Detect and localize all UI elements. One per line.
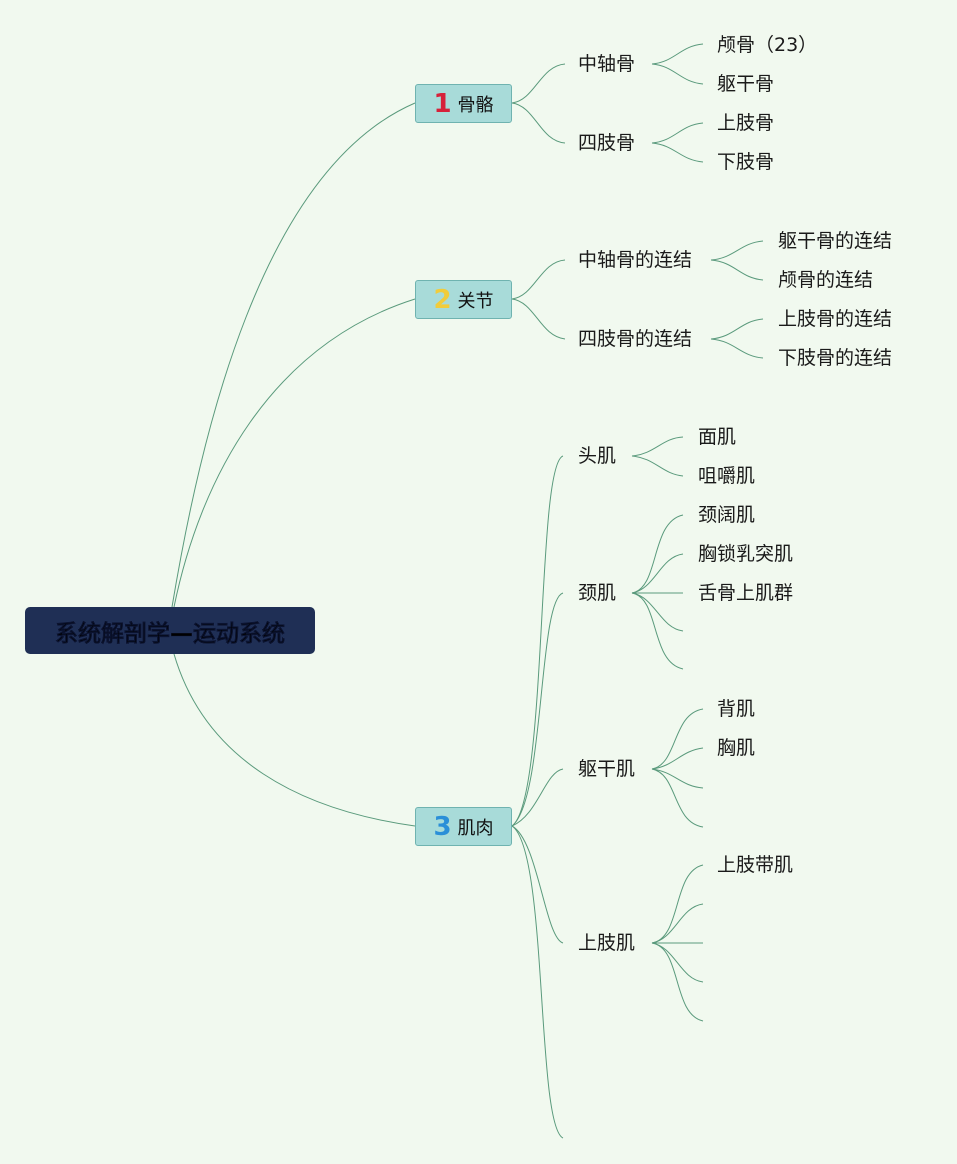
branch-node-skeleton[interactable]: 1 骨骼: [415, 84, 512, 123]
branch-2-connectors: [511, 240, 764, 359]
connector-b1-sub1: [511, 63, 566, 104]
subtopic-axial-joints[interactable]: 中轴骨的连结: [578, 249, 693, 271]
connector-b3-s4-leaf4: [651, 942, 704, 983]
connector-b3-s1-leaf2: [631, 455, 684, 477]
leaf-suprahyoid-muscles[interactable]: 舌骨上肌群: [698, 582, 794, 604]
connector-b3-sub4: [511, 825, 564, 944]
connector-b3-s4-leaf5: [651, 942, 704, 1022]
connector-b3-s3-leaf3: [651, 768, 704, 789]
leaf-back-muscles[interactable]: 背肌: [717, 698, 756, 720]
branch-node-muscles[interactable]: 3 肌肉: [415, 807, 512, 846]
subtopic-axial-skeleton[interactable]: 中轴骨: [578, 53, 636, 75]
leaf-platysma[interactable]: 颈阔肌: [698, 504, 756, 526]
root-title: 系统解剖学—运动系统: [55, 620, 285, 647]
connector-root-branch-2: [173, 298, 416, 608]
connector-b3-s2-leaf5: [631, 592, 684, 670]
root-node[interactable]: 系统解剖学—运动系统: [25, 607, 315, 654]
connector-b1-sub2: [511, 102, 566, 144]
branch-label: 肌肉: [457, 817, 494, 839]
leaf-masticatory-muscles[interactable]: 咀嚼肌: [698, 465, 756, 487]
connector-b2-sub2-leaf2: [710, 338, 764, 359]
connector-b1-sub2-leaf1: [651, 122, 704, 144]
subtopic-appendicular-skeleton[interactable]: 四肢骨: [578, 132, 636, 154]
connector-b1-sub1-leaf2: [651, 63, 704, 85]
root-connectors: [171, 102, 416, 827]
connector-b1-sub1-leaf1: [651, 43, 704, 65]
branch-number: 2: [433, 284, 452, 315]
connector-b3-s4-leaf1: [651, 864, 704, 944]
connector-b3-sub1: [511, 455, 564, 827]
connector-b3-sub3: [511, 768, 564, 827]
connector-b2-sub1: [511, 259, 566, 300]
connector-b3-s3-leaf4: [651, 768, 704, 828]
branch-number: 3: [433, 811, 452, 842]
branch-label: 关节: [457, 290, 494, 312]
leaf-shoulder-girdle-muscles[interactable]: 上肢带肌: [717, 854, 794, 876]
leaf-skull-joints[interactable]: 颅骨的连结: [778, 269, 874, 291]
connector-b3-s2-leaf4: [631, 592, 684, 632]
connector-root-branch-1: [171, 102, 416, 608]
leaf-sternocleidomastoid[interactable]: 胸锁乳突肌: [698, 543, 794, 565]
subtopic-upper-limb-muscles[interactable]: 上肢肌: [578, 932, 636, 954]
branch-3-connectors: [511, 436, 704, 1139]
subtopic-neck-muscles[interactable]: 颈肌: [578, 582, 617, 604]
connector-b3-s4-leaf2: [651, 903, 704, 944]
connector-b3-s2-leaf2: [631, 553, 684, 594]
branch-1-connectors: [511, 43, 704, 163]
branch-number: 1: [433, 88, 452, 119]
connector-b2-sub1-leaf1: [710, 240, 764, 261]
leaf-lower-limb-joints[interactable]: 下肢骨的连结: [778, 347, 893, 369]
leaf-chest-muscles[interactable]: 胸肌: [717, 737, 756, 759]
leaf-upper-limb-joints[interactable]: 上肢骨的连结: [778, 308, 893, 330]
connector-b1-sub2-leaf2: [651, 142, 704, 163]
subtopic-trunk-muscles[interactable]: 躯干肌: [578, 758, 636, 780]
connector-b3-sub2: [511, 592, 564, 827]
leaf-skull[interactable]: 颅骨（23）: [717, 34, 818, 56]
leaf-trunk-bones[interactable]: 躯干骨: [717, 73, 775, 95]
connector-b3-s3-leaf2: [651, 747, 704, 770]
connector-b2-sub2: [511, 298, 566, 340]
leaf-facial-muscles[interactable]: 面肌: [698, 426, 737, 448]
connector-b3-s2-leaf1: [631, 514, 684, 594]
connector-b3-s3-leaf1: [651, 708, 704, 770]
leaf-trunk-joints[interactable]: 躯干骨的连结: [778, 230, 893, 252]
subtopic-head-muscles[interactable]: 头肌: [578, 445, 617, 467]
branch-node-joints[interactable]: 2 关节: [415, 280, 512, 319]
subtopic-limb-joints[interactable]: 四肢骨的连结: [578, 328, 693, 350]
connector-b2-sub1-leaf2: [710, 259, 764, 281]
connector-b3-s1-leaf1: [631, 436, 684, 457]
connector-b3-sub5: [511, 825, 564, 1139]
branch-label: 骨骼: [457, 94, 494, 116]
connector-b2-sub2-leaf1: [710, 318, 764, 340]
leaf-upper-limb-bones[interactable]: 上肢骨: [717, 112, 775, 134]
leaf-lower-limb-bones[interactable]: 下肢骨: [717, 151, 775, 173]
connector-root-branch-3: [173, 653, 416, 827]
